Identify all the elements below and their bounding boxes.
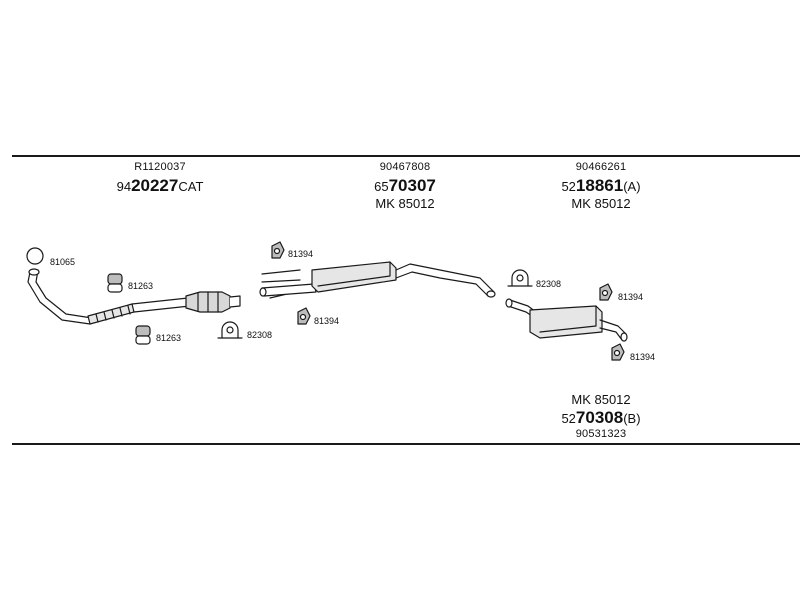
rear-silencer-a-ref: 90466261 (575, 161, 627, 173)
rear-silencer-b-kit: MK 85012 (571, 392, 631, 407)
rubber-hanger-icon (599, 283, 613, 301)
ring-gasket-label: 81065 (50, 257, 76, 267)
gasket-lower-label: 81263 (156, 333, 182, 343)
hanger-rear-upper-label: 81394 (618, 292, 644, 302)
rear-silencer-a-part-number: 5218861(A) (561, 176, 641, 195)
rubber-hanger-icon (297, 307, 311, 325)
middle-silencer-ref: 90467808 (379, 161, 431, 173)
clamp-front-label: 82308 (247, 330, 273, 340)
rear-silencer-b-part-number: 5270308(B) (561, 408, 641, 427)
hanger-mid-upper-label: 81394 (288, 249, 314, 259)
rubber-hanger-icon (271, 241, 285, 259)
rear-silencer-a-kit: MK 85012 (571, 196, 631, 211)
catalytic-converter (185, 291, 241, 313)
clamp-icon (217, 321, 243, 339)
middle-silencer-kit: MK 85012 (375, 196, 435, 211)
rear-silencer-b-ref: 90531323 (575, 428, 627, 440)
rubber-hanger-icon (611, 343, 625, 361)
gasket-upper-label: 81263 (128, 281, 154, 291)
front-pipe-part-number: 9420227CAT (116, 176, 204, 195)
middle-silencer-assembly (259, 261, 496, 299)
bottom-divider (12, 443, 800, 445)
hanger-mid-lower-label: 81394 (314, 316, 340, 326)
middle-silencer-part-number: 6570307 (374, 176, 436, 195)
hanger-rear-lower-label: 81394 (630, 352, 656, 362)
front-pipe (27, 268, 191, 325)
clamp-icon (507, 269, 533, 287)
rear-silencer (505, 298, 628, 342)
top-divider (12, 155, 800, 157)
front-pipe-ref: R1120037 (134, 161, 186, 173)
gasket-icon (107, 273, 123, 293)
clamp-rear-label: 82308 (536, 279, 562, 289)
ring-icon (26, 247, 44, 265)
gasket-icon (135, 325, 151, 345)
